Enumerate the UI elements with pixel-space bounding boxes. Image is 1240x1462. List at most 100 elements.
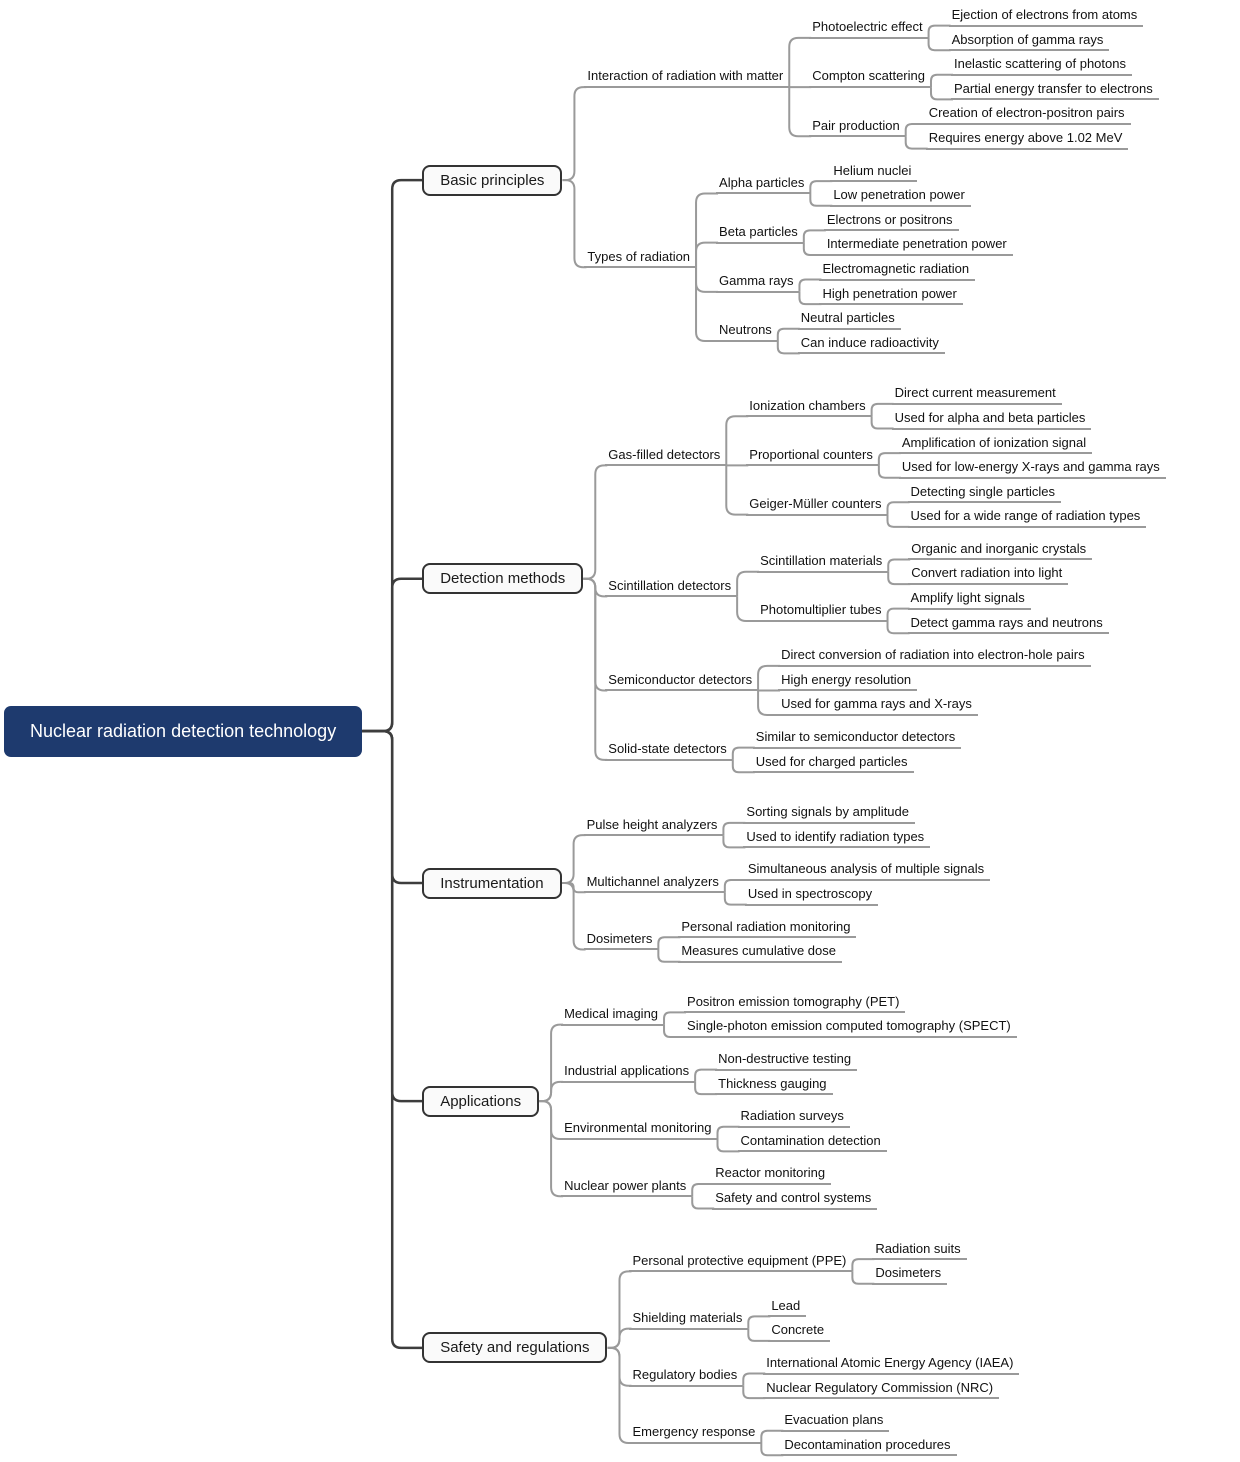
node-shielding-materials[interactable]: Shielding materials — [629, 1309, 749, 1330]
node-similar-to-semiconductor-detectors[interactable]: Similar to semiconductor detectors — [752, 728, 962, 749]
node-low-penetration-power[interactable]: Low penetration power — [830, 186, 971, 207]
node-ejection-of-electrons-from-atoms[interactable]: Ejection of electrons from atoms — [948, 6, 1144, 27]
node-safety-and-regulations[interactable]: Safety and regulations — [422, 1332, 608, 1364]
node-electrons-or-positrons[interactable]: Electrons or positrons — [823, 211, 959, 232]
mindmap-subtree-safety-and-regulations: Safety and regulations Personal protectiv… — [422, 1240, 1166, 1457]
node-intermediate-penetration-power[interactable]: Intermediate penetration power — [823, 235, 1013, 256]
node-used-for-charged-particles[interactable]: Used for charged particles — [752, 753, 914, 774]
node-scintillation-materials[interactable]: Scintillation materials — [757, 552, 889, 573]
node-direct-conversion-of-radiation-into-electron-hole-pairs[interactable]: Direct conversion of radiation into elec… — [778, 646, 1091, 667]
node-evacuation-plans[interactable]: Evacuation plans — [781, 1411, 890, 1432]
children-of-instrumentation: Pulse height analyzers Sorting signals by… — [583, 803, 991, 963]
node-measures-cumulative-dose[interactable]: Measures cumulative dose — [678, 942, 842, 963]
node-nuclear-power-plants[interactable]: Nuclear power plants — [561, 1177, 693, 1198]
node-inelastic-scattering-of-photons[interactable]: Inelastic scattering of photons — [950, 55, 1132, 76]
node-neutral-particles[interactable]: Neutral particles — [797, 309, 901, 330]
node-nuclear-radiation-detection-technology[interactable]: Nuclear radiation detection technology — [4, 705, 363, 757]
node-lead[interactable]: Lead — [768, 1297, 807, 1318]
mindmap-subtree-used-for-charged-particles: Used for charged particles — [752, 753, 961, 774]
node-emergency-response[interactable]: Emergency response — [629, 1423, 762, 1444]
node-can-induce-radioactivity[interactable]: Can induce radioactivity — [797, 334, 945, 355]
node-amplify-light-signals[interactable]: Amplify light signals — [907, 589, 1031, 610]
node-electromagnetic-radiation[interactable]: Electromagnetic radiation — [819, 260, 976, 281]
node-geiger-m-ller-counters[interactable]: Geiger-Müller counters — [746, 495, 888, 516]
node-single-photon-emission-computed-tomography-spect[interactable]: Single-photon emission computed tomograp… — [684, 1017, 1017, 1038]
node-multichannel-analyzers[interactable]: Multichannel analyzers — [583, 873, 725, 894]
node-scintillation-detectors[interactable]: Scintillation detectors — [605, 577, 738, 598]
node-radiation-surveys[interactable]: Radiation surveys — [737, 1107, 850, 1128]
node-creation-of-electron-positron-pairs[interactable]: Creation of electron-positron pairs — [925, 104, 1131, 125]
mindmap-subtree-high-penetration-power: High penetration power — [819, 285, 975, 306]
node-detection-methods[interactable]: Detection methods — [422, 563, 584, 595]
mindmap-subtree-neutral-particles: Neutral particles — [797, 309, 945, 330]
node-positron-emission-tomography-pet[interactable]: Positron emission tomography (PET) — [684, 993, 906, 1014]
node-reactor-monitoring[interactable]: Reactor monitoring — [712, 1164, 832, 1185]
node-semiconductor-detectors[interactable]: Semiconductor detectors — [605, 671, 759, 692]
node-used-for-alpha-and-beta-particles[interactable]: Used for alpha and beta particles — [891, 409, 1092, 430]
node-convert-radiation-into-light[interactable]: Convert radiation into light — [908, 564, 1069, 586]
node-requires-energy-above-1-02-mev[interactable]: Requires energy above 1.02 MeV — [925, 129, 1129, 150]
node-environmental-monitoring[interactable]: Environmental monitoring — [561, 1119, 718, 1141]
mindmap-subtree-geiger-m-ller-counters: Geiger-Müller counters Detecting single p… — [746, 483, 1166, 528]
mindmap-subtree-semiconductor-detectors: Semiconductor detectors Direct conversion… — [605, 646, 1166, 717]
node-direct-current-measurement[interactable]: Direct current measurement — [891, 384, 1062, 405]
node-simultaneous-analysis-of-multiple-signals[interactable]: Simultaneous analysis of multiple signal… — [744, 860, 991, 881]
node-dosimeters[interactable]: Dosimeters — [583, 930, 659, 951]
mindmap-subtree-amplification-of-ionization-signal: Amplification of ionization signal — [898, 434, 1166, 455]
node-pair-production[interactable]: Pair production — [809, 117, 906, 138]
node-thickness-gauging[interactable]: Thickness gauging — [715, 1075, 833, 1096]
node-nuclear-regulatory-commission-nrc[interactable]: Nuclear Regulatory Commission (NRC) — [763, 1379, 1000, 1400]
node-neutrons[interactable]: Neutrons — [716, 321, 778, 343]
mindmap-subtree-similar-to-semiconductor-detectors: Similar to semiconductor detectors — [752, 728, 962, 749]
node-interaction-of-radiation-with-matter[interactable]: Interaction of radiation with matter — [584, 67, 790, 89]
node-ionization-chambers[interactable]: Ionization chambers — [746, 397, 872, 418]
node-pulse-height-analyzers[interactable]: Pulse height analyzers — [583, 816, 724, 837]
node-decontamination-procedures[interactable]: Decontamination procedures — [781, 1436, 957, 1457]
node-used-for-low-energy-x-rays-and-gamma-rays[interactable]: Used for low-energy X-rays and gamma ray… — [898, 458, 1166, 479]
node-dosimeters[interactable]: Dosimeters — [872, 1264, 948, 1285]
node-gamma-rays[interactable]: Gamma rays — [716, 272, 800, 293]
node-regulatory-bodies[interactable]: Regulatory bodies — [629, 1366, 744, 1387]
node-absorption-of-gamma-rays[interactable]: Absorption of gamma rays — [948, 31, 1110, 52]
node-beta-particles[interactable]: Beta particles — [716, 223, 804, 244]
node-high-penetration-power[interactable]: High penetration power — [819, 285, 963, 306]
node-proportional-counters[interactable]: Proportional counters — [746, 446, 879, 467]
node-detect-gamma-rays-and-neutrons[interactable]: Detect gamma rays and neutrons — [907, 614, 1109, 635]
node-photoelectric-effect[interactable]: Photoelectric effect — [809, 18, 929, 39]
node-alpha-particles[interactable]: Alpha particles — [716, 174, 811, 195]
node-industrial-applications[interactable]: Industrial applications — [561, 1062, 696, 1083]
node-organic-and-inorganic-crystals[interactable]: Organic and inorganic crystals — [908, 540, 1093, 561]
node-international-atomic-energy-agency-iaea[interactable]: International Atomic Energy Agency (IAEA… — [763, 1354, 1020, 1375]
node-compton-scattering[interactable]: Compton scattering — [809, 67, 931, 89]
node-high-energy-resolution[interactable]: High energy resolution — [778, 671, 918, 692]
node-photomultiplier-tubes[interactable]: Photomultiplier tubes — [757, 601, 888, 622]
node-used-for-a-wide-range-of-radiation-types[interactable]: Used for a wide range of radiation types — [907, 507, 1147, 528]
node-radiation-suits[interactable]: Radiation suits — [872, 1240, 967, 1261]
node-concrete[interactable]: Concrete — [768, 1321, 831, 1342]
node-types-of-radiation[interactable]: Types of radiation — [584, 248, 697, 269]
node-safety-and-control-systems[interactable]: Safety and control systems — [712, 1189, 878, 1210]
node-medical-imaging[interactable]: Medical imaging — [561, 1005, 665, 1026]
node-used-in-spectroscopy[interactable]: Used in spectroscopy — [744, 885, 879, 906]
node-used-to-identify-radiation-types[interactable]: Used to identify radiation types — [743, 828, 931, 849]
node-helium-nuclei[interactable]: Helium nuclei — [830, 162, 918, 183]
mindmap-subtree-concrete: Concrete — [768, 1321, 831, 1342]
node-gas-filled-detectors[interactable]: Gas-filled detectors — [605, 446, 727, 467]
mindmap-subtree-proportional-counters: Proportional counters Amplification of io… — [746, 434, 1166, 479]
node-detecting-single-particles[interactable]: Detecting single particles — [907, 483, 1062, 504]
node-basic-principles[interactable]: Basic principles — [422, 164, 563, 196]
node-applications[interactable]: Applications — [422, 1085, 540, 1117]
node-partial-energy-transfer-to-electrons[interactable]: Partial energy transfer to electrons — [950, 80, 1159, 101]
node-personal-radiation-monitoring[interactable]: Personal radiation monitoring — [678, 918, 857, 939]
node-instrumentation[interactable]: Instrumentation — [422, 867, 562, 899]
mindmap-subtree-multichannel-analyzers: Multichannel analyzers Simultaneous analy… — [583, 860, 991, 906]
node-non-destructive-testing[interactable]: Non-destructive testing — [715, 1050, 858, 1071]
node-amplification-of-ionization-signal[interactable]: Amplification of ionization signal — [898, 434, 1093, 455]
node-contamination-detection[interactable]: Contamination detection — [737, 1132, 887, 1153]
node-personal-protective-equipment-ppe[interactable]: Personal protective equipment (PPE) — [629, 1252, 853, 1273]
node-solid-state-detectors[interactable]: Solid-state detectors — [605, 740, 733, 761]
node-used-for-gamma-rays-and-x-rays[interactable]: Used for gamma rays and X-rays — [778, 695, 978, 717]
node-sorting-signals-by-amplitude[interactable]: Sorting signals by amplitude — [743, 803, 915, 824]
